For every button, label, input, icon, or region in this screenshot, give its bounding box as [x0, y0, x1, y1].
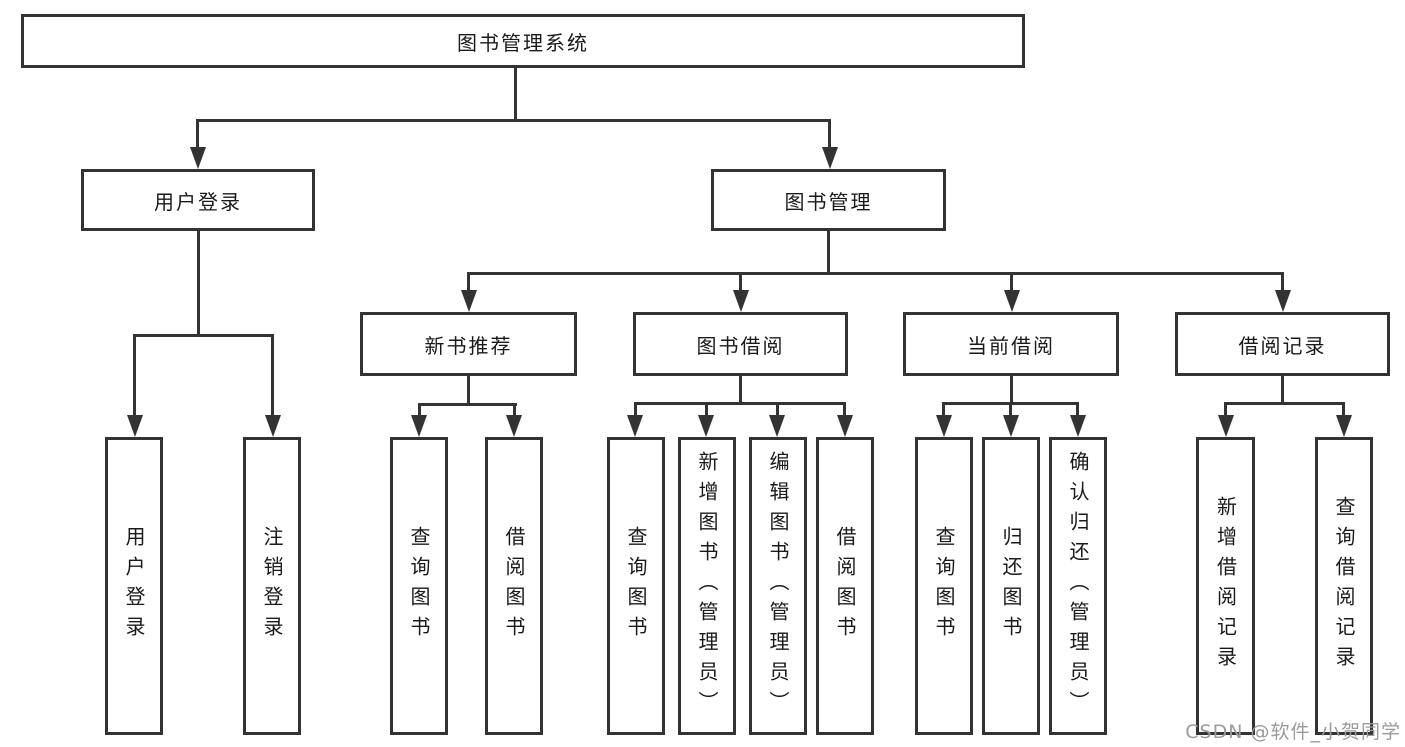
node-new-book-recommendation: 新书推荐 [360, 312, 577, 376]
arrow-down-icon [769, 415, 785, 437]
node-label: 编辑图书（管理员） [766, 451, 790, 721]
node-label: 借阅图书 [833, 526, 857, 646]
connector-line [634, 402, 846, 405]
connector-line [196, 119, 831, 122]
arrow-down-icon [936, 415, 952, 437]
connector-line [776, 402, 779, 417]
node-query-books-current: 查询图书 [915, 437, 973, 735]
node-label: 新书推荐 [424, 333, 513, 358]
node-borrowing-records: 借阅记录 [1175, 312, 1390, 376]
node-label: 图书管理 [784, 189, 873, 214]
node-library-management-system: 图书管理系统 [21, 14, 1025, 68]
node-borrow-books-recommend: 借阅图书 [485, 437, 543, 735]
node-add-borrow-record: 新增借阅记录 [1196, 437, 1255, 735]
node-add-book-admin: 新增图书（管理员） [678, 437, 736, 735]
node-user-login-group: 用户登录 [81, 169, 315, 231]
node-book-management: 图书管理 [711, 169, 946, 231]
connector-line [1281, 376, 1284, 404]
node-label: 图书借阅 [696, 333, 785, 358]
connector-line [1009, 402, 1012, 417]
connector-line [271, 334, 274, 417]
node-label: 查询图书 [407, 526, 431, 646]
node-user-login-leaf: 用户登录 [105, 437, 163, 735]
connector-line [133, 334, 274, 337]
arrow-down-icon [411, 415, 427, 437]
arrow-down-icon [627, 415, 643, 437]
node-logout: 注销登录 [243, 437, 301, 735]
connector-line [739, 272, 742, 294]
connector-line [739, 376, 742, 404]
connector-line [942, 402, 945, 417]
node-label: 确认归还（管理员） [1066, 451, 1090, 721]
node-current-borrowing: 当前借阅 [903, 312, 1119, 376]
connector-line [514, 67, 517, 120]
connector-line [705, 402, 708, 417]
arrow-down-icon [1003, 415, 1019, 437]
csdn-watermark: CSDN @软件_小贺同学 [1185, 721, 1401, 743]
node-query-books-recommend: 查询图书 [390, 437, 448, 735]
arrow-down-icon [698, 415, 714, 437]
node-label: 借阅图书 [502, 526, 526, 646]
connector-line [1076, 402, 1079, 417]
arrow-down-icon [1070, 415, 1086, 437]
node-label: 新增图书（管理员） [695, 451, 719, 721]
connector-line [196, 119, 199, 149]
connector-line [1342, 402, 1345, 417]
connector-line [467, 272, 470, 294]
node-confirm-return-admin: 确认归还（管理员） [1049, 437, 1107, 735]
connector-line [418, 403, 421, 417]
arrow-down-icon [733, 290, 749, 312]
node-label: 归还图书 [999, 526, 1023, 646]
node-label: 注销登录 [260, 526, 284, 646]
arrow-down-icon [506, 415, 522, 437]
node-return-book: 归还图书 [982, 437, 1040, 735]
connector-line [1281, 272, 1284, 294]
connector-line [467, 272, 1284, 275]
arrow-down-icon [1336, 415, 1352, 437]
connector-line [513, 403, 516, 417]
arrow-down-icon [1218, 415, 1234, 437]
arrow-down-icon [265, 415, 281, 437]
connector-line [1010, 272, 1013, 294]
connector-line [843, 402, 846, 417]
node-edit-book-admin: 编辑图书（管理员） [749, 437, 807, 735]
connector-line [1010, 376, 1013, 404]
arrow-down-icon [822, 147, 838, 169]
connector-line [197, 231, 200, 337]
connector-line [1224, 402, 1345, 405]
connector-line [418, 403, 517, 406]
connector-line [828, 119, 831, 149]
arrow-down-icon [461, 290, 477, 312]
connector-line [827, 231, 830, 275]
arrow-down-icon [1275, 290, 1291, 312]
node-label: 用户登录 [122, 526, 146, 646]
node-label: 查询借阅记录 [1332, 496, 1356, 676]
node-label: 查询图书 [624, 526, 648, 646]
arrow-down-icon [190, 147, 206, 169]
node-label: 新增借阅记录 [1213, 496, 1238, 676]
connector-line [467, 376, 470, 405]
node-query-books-borrowing: 查询图书 [607, 437, 665, 735]
node-label: 图书管理系统 [457, 30, 589, 55]
node-label: 借阅记录 [1238, 333, 1327, 358]
arrow-down-icon [1004, 290, 1020, 312]
arrow-down-icon [127, 415, 143, 437]
node-label: 用户登录 [154, 189, 242, 214]
node-label: 查询图书 [932, 526, 956, 646]
arrow-down-icon [837, 415, 853, 437]
connector-line [133, 334, 136, 417]
node-book-borrowing: 图书借阅 [633, 312, 848, 376]
node-label: 当前借阅 [967, 333, 1055, 358]
connector-line [1224, 402, 1227, 417]
node-query-borrow-record: 查询借阅记录 [1315, 437, 1373, 735]
connector-line [634, 402, 637, 417]
node-borrow-book: 借阅图书 [816, 437, 874, 735]
